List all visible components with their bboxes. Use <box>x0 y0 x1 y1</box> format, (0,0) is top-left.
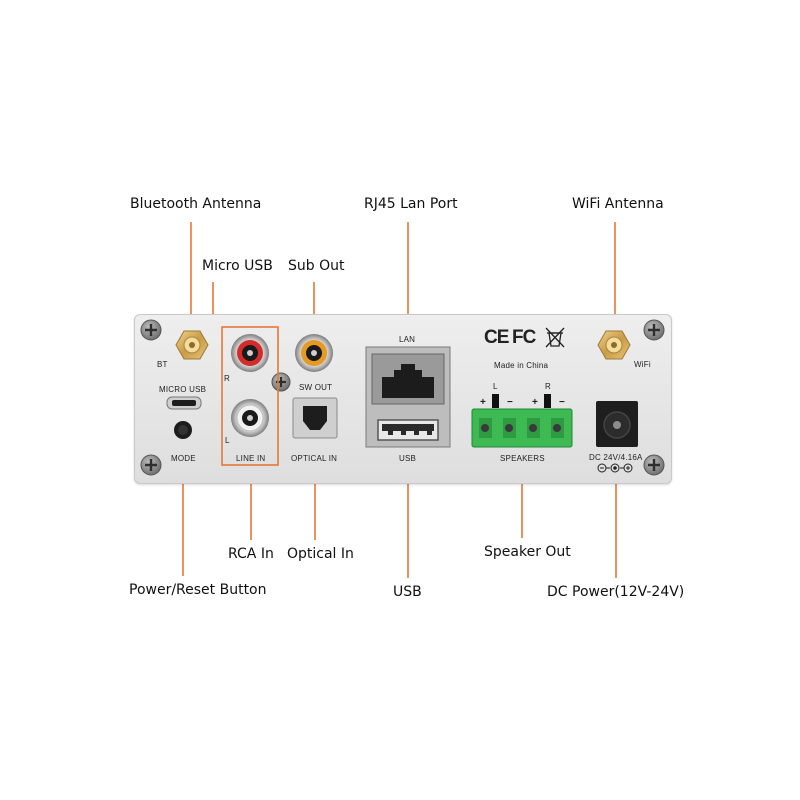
polarity-symbol-icon <box>597 463 633 473</box>
sma-connector-icon <box>175 330 209 360</box>
callout-sub-out: Sub Out <box>288 258 345 274</box>
label-speakers: SPEAKERS <box>500 454 545 463</box>
label-sw-out: SW OUT <box>299 383 333 392</box>
callout-rca-in: RCA In <box>228 546 274 562</box>
label-speaker-r: R <box>545 382 551 391</box>
label-line-in: LINE IN <box>236 454 266 463</box>
callout-micro-usb: Micro USB <box>202 258 273 274</box>
screw-icon <box>140 319 162 341</box>
label-made-in-china: Made in China <box>494 361 549 370</box>
speaker-terminal-icon <box>471 394 573 448</box>
label-plus-2: + <box>532 397 539 408</box>
label-optical-in: OPTICAL IN <box>291 454 338 463</box>
dc-jack-icon <box>596 401 638 447</box>
label-minus-2: − <box>559 397 566 408</box>
line-in-frame <box>221 326 279 466</box>
label-lan: LAN <box>399 335 416 344</box>
sma-connector-icon <box>597 330 631 360</box>
screw-icon <box>643 319 665 341</box>
micro-usb-port-icon <box>166 396 202 410</box>
label-usb: USB <box>399 454 417 463</box>
callout-bluetooth-antenna: Bluetooth Antenna <box>130 196 262 212</box>
optical-port-icon <box>292 397 338 439</box>
callout-dc-power: DC Power(12V-24V) <box>547 584 685 600</box>
label-r: R <box>224 374 230 383</box>
callout-speaker-out: Speaker Out <box>484 544 571 560</box>
label-bt: BT <box>157 360 168 369</box>
ce-mark-icon: CE <box>484 327 509 348</box>
label-l: L <box>225 436 230 445</box>
usb-port-icon <box>377 419 439 441</box>
screw-icon <box>140 454 162 476</box>
label-wifi: WiFi <box>634 360 651 369</box>
rj45-port-icon <box>371 353 445 405</box>
callout-wifi-antenna: WiFi Antenna <box>572 196 664 212</box>
callout-power-reset-button: Power/Reset Button <box>129 582 267 598</box>
rca-jack-icon <box>231 399 269 437</box>
rca-jack-icon <box>295 334 333 372</box>
mode-button-icon <box>174 421 192 439</box>
callout-optical-in: Optical In <box>287 546 354 562</box>
label-dc-rating: DC 24V/4.16A <box>589 453 643 462</box>
callout-rj45-lan-port: RJ45 Lan Port <box>364 196 458 212</box>
label-mode: MODE <box>171 454 196 463</box>
weee-bin-icon <box>545 327 565 348</box>
label-speaker-l: L <box>493 382 498 391</box>
screw-icon <box>643 454 665 476</box>
screw-icon <box>271 372 291 392</box>
callout-usb: USB <box>393 584 422 600</box>
fc-mark-icon: FC <box>512 327 536 348</box>
rca-jack-icon <box>231 334 269 372</box>
label-minus-1: − <box>507 397 514 408</box>
label-micro-usb: MICRO USB <box>159 385 207 394</box>
label-plus-1: + <box>480 397 487 408</box>
